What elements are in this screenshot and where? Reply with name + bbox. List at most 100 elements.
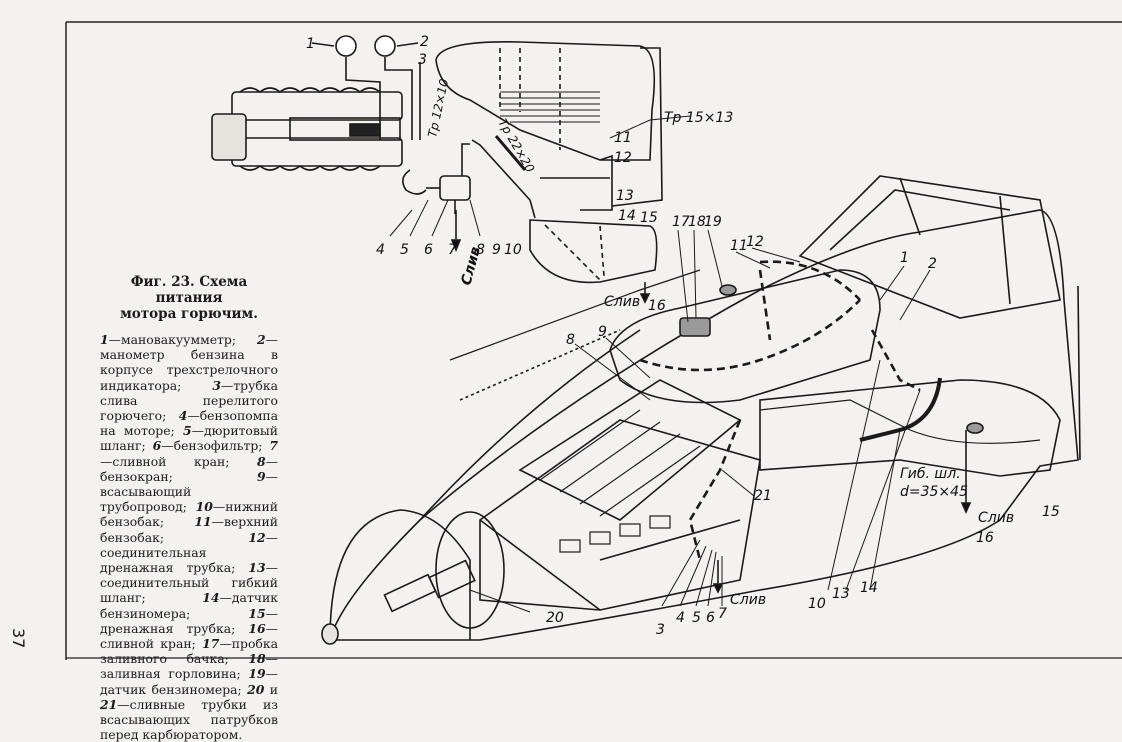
p-label-9: 9	[598, 324, 607, 340]
label-3: 3	[418, 52, 427, 68]
p-label-13: 13	[832, 586, 850, 602]
p-label-17: 17	[672, 214, 690, 230]
p-label-2: 2	[928, 256, 937, 272]
p-label-16: 16	[976, 530, 994, 546]
engine-block	[211, 87, 403, 171]
upper-tank	[435, 41, 656, 161]
legend-number: 1	[100, 332, 109, 347]
legend-number: 14	[202, 590, 220, 606]
propeller-hub	[321, 509, 505, 645]
label-7: 7	[448, 242, 457, 258]
legend-text: —бензофильтр;	[161, 438, 270, 454]
label-drain-bottom: Слив	[604, 294, 640, 310]
legend-number: 4	[178, 408, 188, 424]
label-14: 14	[618, 208, 636, 224]
legend-text: —манометр бензина в корпусе трехстрелочн…	[100, 332, 278, 393]
legend-number: 20	[247, 681, 265, 697]
label-12: 12	[614, 150, 632, 166]
p-label-3: 3	[656, 622, 665, 638]
schematic-labels: 1 2 3 Тр 12×10 Тр 22×20 Тр 15×13 11 12 1…	[306, 34, 733, 314]
legend-text: —дренажная трубка;	[100, 605, 278, 636]
label-6: 6	[424, 242, 433, 258]
caption-title-line1: Фиг. 23. Схема питания	[130, 274, 248, 306]
p-label-14: 14	[860, 580, 878, 596]
legend-text: —мановакуумметр;	[108, 332, 257, 347]
p-label-hose: Гиб. шл.	[900, 466, 961, 482]
legend-number: 9	[256, 468, 266, 484]
suction-pipe	[471, 139, 536, 219]
legend-number: 13	[248, 560, 266, 576]
fuel-schematic	[211, 35, 691, 304]
label-pipe-c: Тр 15×13	[664, 110, 733, 126]
legend-number: 5	[182, 423, 192, 439]
label-1: 1	[306, 36, 315, 52]
legend-number: 2	[256, 332, 266, 347]
legend-text: —бензопомпа на моторе;	[100, 408, 278, 439]
legend-text: —трубка слива перелитого горючего;	[100, 377, 278, 424]
drain-pipe-15	[611, 47, 663, 207]
legend-number: 10	[195, 499, 213, 515]
p-label-1: 1	[900, 250, 909, 266]
label-8: 8	[476, 242, 485, 258]
legend-text: и	[264, 681, 278, 697]
label-2: 2	[420, 34, 429, 50]
legend-text: —сливной кран;	[100, 620, 278, 652]
legend-text: —бензокран;	[100, 453, 278, 484]
p-label-7: 7	[718, 606, 727, 622]
p-label-18: 18	[688, 214, 706, 230]
caption-title-line2: мотора горючим.	[120, 306, 258, 322]
legend-text: —дюритовый шланг;	[100, 423, 278, 454]
p-label-11: 11	[730, 238, 748, 254]
p-label-drain-right: Слив	[978, 510, 1014, 526]
vacuum-gauge	[335, 35, 357, 57]
p-label-21: 21	[754, 488, 772, 504]
legend-text: —верхний бензобак;	[100, 514, 278, 545]
legend-text: —соединительный гибкий шланг;	[100, 560, 278, 606]
p-label-6: 6	[706, 610, 715, 626]
legend-number: 11	[194, 514, 212, 530]
legend-text: —соединительная дренажная трубка;	[100, 529, 278, 576]
label-4: 4	[376, 242, 385, 258]
legend-text: —датчик бензиномера;	[100, 590, 278, 621]
fuel-pressure-gauge	[374, 35, 396, 57]
engine	[459, 329, 761, 611]
flexible-hose	[859, 377, 942, 442]
label-15: 15	[640, 210, 658, 226]
p-label-8: 8	[566, 332, 575, 348]
label-13: 13	[616, 188, 634, 204]
drain-pipe-perspective	[1077, 285, 1081, 461]
p-label-4: 4	[676, 610, 685, 626]
fuselage-outline	[328, 209, 1079, 641]
label-5: 5	[400, 242, 409, 258]
legend-text: —сливные трубки из всасывающих патрубков…	[100, 696, 278, 742]
canopy	[798, 175, 1061, 319]
aircraft-perspective	[321, 175, 1081, 645]
caption-title: Фиг. 23. Схема питания мотора горючим.	[100, 274, 278, 322]
p-label-20: 20	[546, 610, 564, 626]
legend-number: 16	[248, 620, 266, 636]
lower-tank-perspective	[759, 379, 1061, 477]
legend-number: 21	[100, 696, 118, 712]
p-label-15: 15	[1042, 504, 1060, 520]
legend-text: —пробка заливного бачка;	[100, 636, 278, 667]
legend-number: 3	[212, 377, 221, 393]
upper-tank-perspective	[609, 260, 881, 404]
legend-number: 18	[248, 651, 266, 667]
legend-number: 7	[269, 438, 278, 454]
legend-number: 17	[202, 636, 220, 652]
legend-text: —всасывающий трубопровод;	[100, 468, 278, 515]
p-label-19: 19	[704, 214, 722, 230]
label-11: 11	[614, 130, 632, 146]
page-frame	[65, 21, 1122, 660]
lower-tank	[529, 219, 658, 284]
p-label-drain-engine: Слив	[730, 592, 766, 608]
label-16: 16	[648, 298, 666, 314]
legend-number: 6	[152, 438, 162, 454]
p-label-hose-dim: d=35×45	[900, 484, 968, 500]
legend-text: —нижний бензобак;	[100, 499, 278, 530]
legend-number: 8	[256, 453, 266, 469]
p-label-12: 12	[746, 234, 764, 250]
fuel-pump	[402, 169, 471, 214]
legend-number: 12	[248, 529, 266, 545]
p-label-10: 10	[808, 596, 826, 612]
